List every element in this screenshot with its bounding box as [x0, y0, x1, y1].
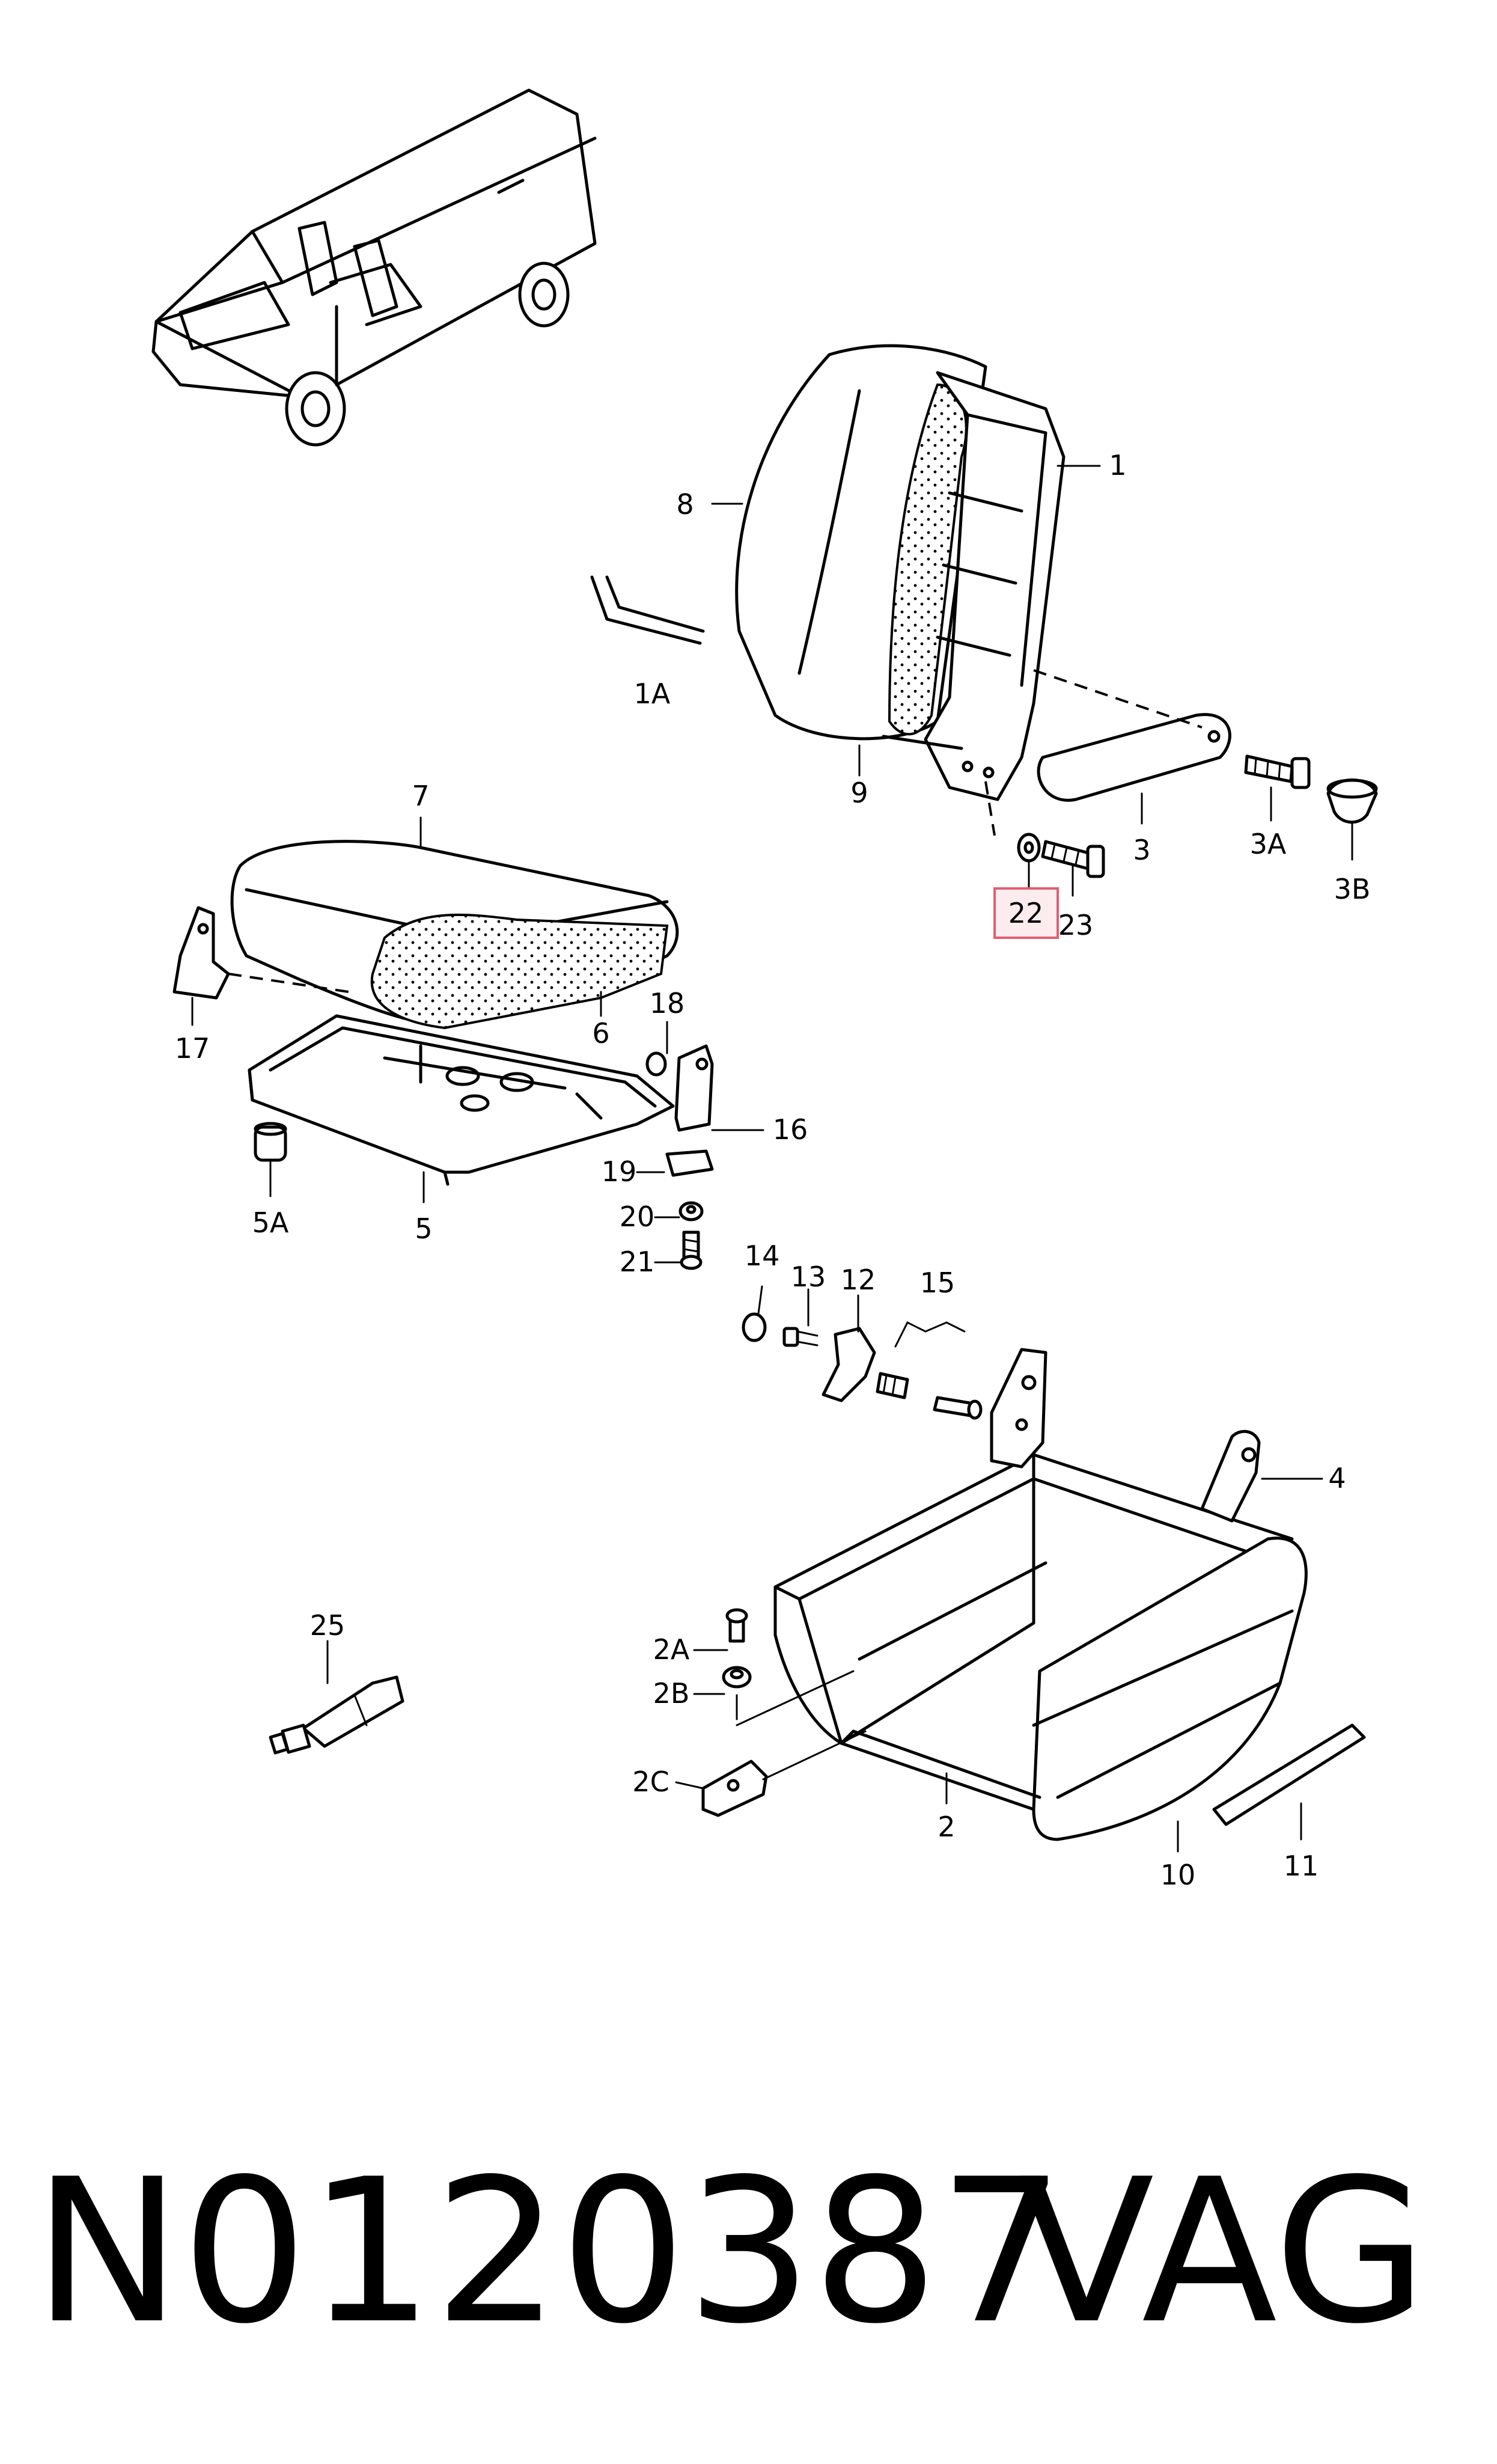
- part-label: 2A: [653, 1633, 690, 1666]
- backrest-assembly: [735, 344, 1066, 801]
- part-label: 13: [791, 1261, 826, 1293]
- van-illustration: [151, 88, 597, 447]
- part-label: 18: [650, 987, 685, 1020]
- part-label: 2C: [632, 1765, 669, 1798]
- armrest: [1033, 669, 1231, 802]
- bracket-17: [172, 906, 349, 1000]
- part-label: 21: [620, 1246, 655, 1278]
- cap-3b: [1326, 778, 1378, 824]
- part-label: 3A: [1250, 828, 1287, 860]
- part-label: 9: [850, 777, 868, 809]
- seat-base-frame: [773, 1348, 1294, 1745]
- part-label: 14: [745, 1240, 780, 1272]
- part-label: 1A: [634, 677, 671, 710]
- part-label: 6: [592, 1017, 609, 1050]
- screw-3a: [1244, 754, 1311, 789]
- adhesive-tube-25: [269, 1675, 404, 1755]
- part-label: 22: [1008, 897, 1044, 929]
- part-label: 4: [1328, 1462, 1346, 1494]
- part-label: 17: [175, 1032, 210, 1065]
- highlight-box: [993, 887, 1059, 939]
- part-label: 5A: [252, 1206, 289, 1239]
- part-label: 25: [310, 1609, 346, 1642]
- part-label: 7: [412, 780, 429, 812]
- part-label: 5: [415, 1212, 432, 1245]
- part-label: 10: [1160, 1859, 1196, 1891]
- part-label: 2B: [653, 1677, 690, 1710]
- trim-strip-1a: [590, 575, 705, 645]
- part-number: N0120387: [33, 2136, 1065, 2367]
- part-labels: 1 1A 2 2A 2B 2C 3 3A 3B 4 5 5A 6 7 8 9 10 11 12 13 14 15 16 17 1…: [175, 449, 1371, 1891]
- washer-and-bolt: [984, 781, 1105, 878]
- part-label: 8: [676, 488, 694, 521]
- part-label: 1: [1109, 449, 1126, 481]
- seat-pan: [248, 1014, 675, 1186]
- part-label: 2: [938, 1811, 955, 1843]
- part-label: 23: [1058, 909, 1094, 941]
- part-label: 15: [920, 1267, 956, 1299]
- part-label: 3: [1133, 834, 1150, 866]
- rubber-foot-5a: [254, 1122, 287, 1162]
- hinge-hardware: [645, 1044, 714, 1270]
- seat-cushion: [230, 840, 679, 1030]
- part-label: 12: [841, 1264, 876, 1296]
- part-label: 20: [620, 1200, 655, 1233]
- seat-base-rail-2: [840, 1729, 1041, 1811]
- part-label: 3B: [1334, 873, 1371, 905]
- leader-lines: [191, 465, 1353, 1853]
- part-label: 16: [773, 1113, 808, 1146]
- trim-strip-11: [1212, 1723, 1366, 1826]
- part-label: 11: [1284, 1850, 1319, 1882]
- fasteners-2a-2b-2c: [701, 1608, 867, 1817]
- adjustment-parts: [742, 1312, 983, 1420]
- height-bracket-4: [1200, 1429, 1261, 1523]
- part-label: 19: [602, 1155, 637, 1188]
- seat-base-side-panel: [1032, 1536, 1308, 1841]
- brand-name: VAG: [1019, 2136, 1427, 2367]
